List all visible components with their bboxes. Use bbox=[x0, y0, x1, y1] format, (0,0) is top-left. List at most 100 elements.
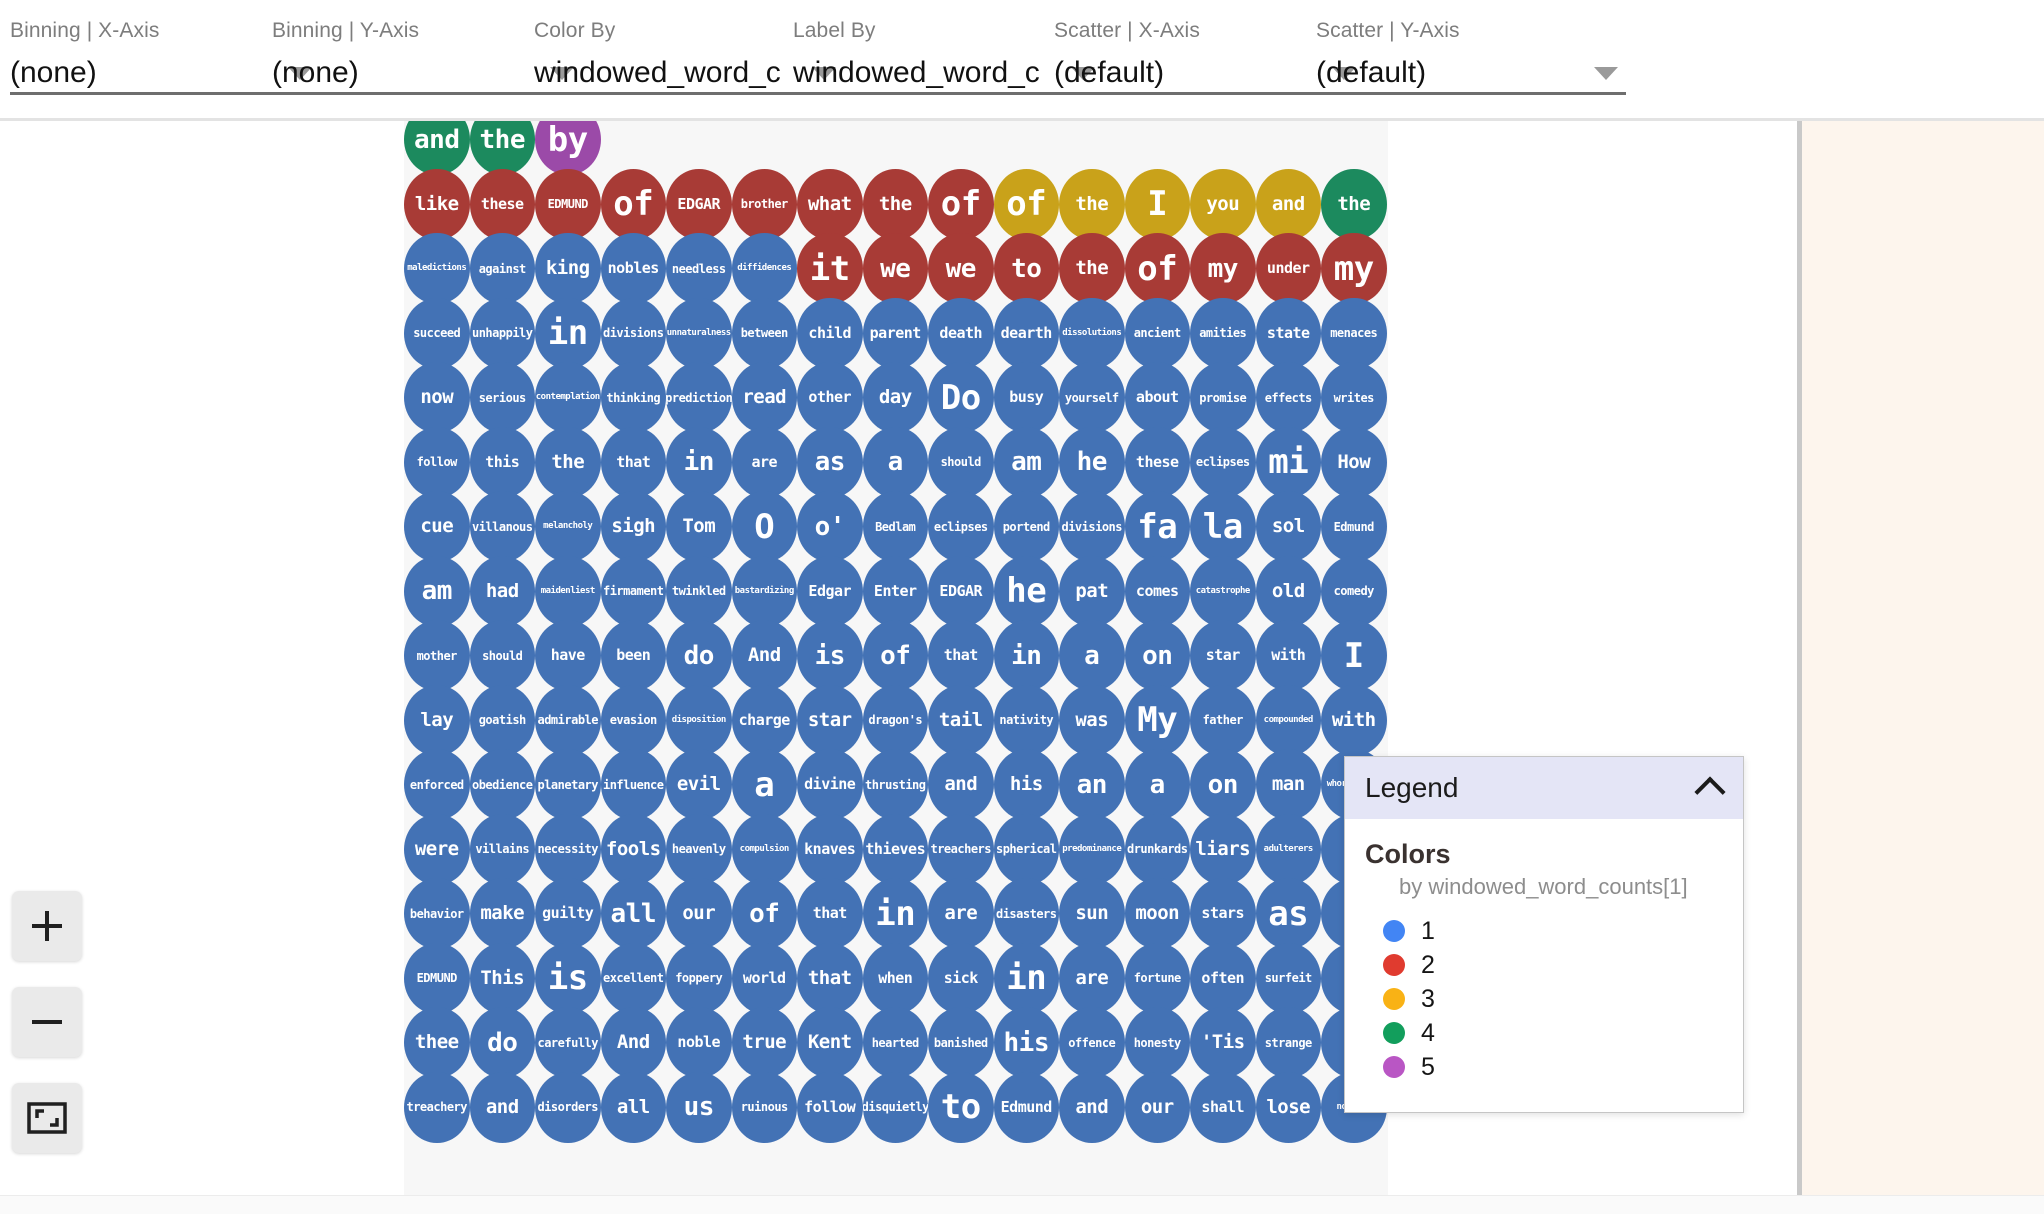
bubble-point[interactable]: in bbox=[862, 878, 928, 949]
bubble-point[interactable]: that bbox=[600, 426, 666, 498]
bubble-point[interactable]: fortune bbox=[1124, 942, 1190, 1014]
bubble-point[interactable]: brother bbox=[731, 168, 797, 240]
bubble-point[interactable]: treachery bbox=[404, 1071, 470, 1143]
bubble-point[interactable]: he bbox=[993, 555, 1059, 627]
bubble-point[interactable]: O bbox=[731, 491, 797, 562]
bubble-point[interactable]: dearth bbox=[993, 297, 1059, 369]
bubble-point[interactable]: tail bbox=[928, 684, 994, 756]
bubble-point[interactable]: serious bbox=[469, 362, 535, 433]
bubble-point[interactable]: unnaturalness bbox=[666, 297, 732, 369]
bubble-point[interactable]: and bbox=[1059, 1071, 1125, 1143]
bubble-point[interactable]: thinking bbox=[600, 362, 666, 433]
bubble-point[interactable]: noble bbox=[666, 1007, 732, 1078]
bubble-point[interactable]: Do bbox=[928, 362, 994, 433]
dropdown-color-by[interactable]: windowed_word_c bbox=[534, 53, 844, 95]
dropdown-scatter-y-axis[interactable]: (default) bbox=[1316, 53, 1626, 95]
bubble-point[interactable]: Edgar bbox=[797, 555, 863, 627]
bubble-point[interactable]: eclipses bbox=[928, 491, 994, 562]
bubble-point[interactable]: goatish bbox=[469, 684, 535, 756]
bubble-point[interactable]: prediction bbox=[666, 362, 732, 433]
zoom-out-button[interactable] bbox=[12, 987, 82, 1057]
bubble-point[interactable]: hearted bbox=[862, 1007, 928, 1078]
legend-item[interactable]: 3 bbox=[1383, 982, 1725, 1016]
bubble-point[interactable]: melancholy bbox=[535, 491, 601, 562]
bubble-point[interactable]: on bbox=[1124, 620, 1190, 691]
bubble-point[interactable]: excellent bbox=[600, 942, 666, 1014]
bubble-point[interactable]: foppery bbox=[666, 942, 732, 1014]
legend-item[interactable]: 5 bbox=[1383, 1050, 1725, 1084]
bubble-point[interactable]: star bbox=[1190, 620, 1256, 691]
bubble-point[interactable]: obedience bbox=[469, 749, 535, 820]
bubble-point[interactable]: comedy bbox=[1321, 555, 1387, 627]
bubble-point[interactable]: had bbox=[469, 555, 535, 627]
bubble-point[interactable]: comes bbox=[1124, 555, 1190, 627]
dropdown-scatter-x-axis[interactable]: (default) bbox=[1054, 53, 1364, 95]
bubble-point[interactable]: maledictions bbox=[404, 233, 470, 304]
legend-item[interactable]: 4 bbox=[1383, 1016, 1725, 1050]
bubble-point[interactable]: in bbox=[993, 942, 1059, 1014]
bubble-point[interactable]: divisions bbox=[1059, 491, 1125, 562]
bubble-point[interactable]: and bbox=[469, 1071, 535, 1143]
bubble-point[interactable]: drunkards bbox=[1124, 813, 1190, 885]
zoom-in-button[interactable] bbox=[12, 891, 82, 961]
bubble-point[interactable]: child bbox=[797, 297, 863, 369]
bubble-point[interactable]: promise bbox=[1190, 362, 1256, 433]
chevron-down-icon[interactable] bbox=[288, 67, 312, 80]
bubble-point[interactable]: father bbox=[1190, 684, 1256, 756]
bubble-point[interactable]: do bbox=[469, 1007, 535, 1078]
bubble-point[interactable]: mother bbox=[404, 620, 470, 691]
bubble-point[interactable]: to bbox=[928, 1071, 994, 1143]
bubble-point[interactable]: am bbox=[404, 555, 470, 627]
bubble-point[interactable]: make bbox=[469, 878, 535, 949]
bubble-point[interactable]: spherical bbox=[993, 813, 1059, 885]
bubble-point[interactable]: fools bbox=[600, 813, 666, 885]
bubble-point[interactable]: I bbox=[1124, 168, 1190, 240]
bubble-point[interactable]: yourself bbox=[1059, 362, 1125, 433]
bubble-point[interactable]: surfeit bbox=[1255, 942, 1321, 1014]
legend-panel[interactable]: Legend Colors by windowed_word_counts[1]… bbox=[1344, 756, 1744, 1113]
bubble-point[interactable]: do bbox=[666, 620, 732, 691]
bubble-point[interactable]: How bbox=[1321, 426, 1387, 498]
bubble-point[interactable]: have bbox=[535, 620, 601, 691]
bubble-point[interactable]: diffidences bbox=[731, 233, 797, 304]
bubble-point[interactable]: thee bbox=[404, 1007, 470, 1078]
bubble-point[interactable]: firmament bbox=[600, 555, 666, 627]
bubble-point[interactable]: it bbox=[797, 233, 863, 304]
bubble-point[interactable]: when bbox=[862, 942, 928, 1014]
bubble-point[interactable]: that bbox=[797, 942, 863, 1014]
bubble-point[interactable]: stars bbox=[1190, 878, 1256, 949]
bubble-point[interactable]: parent bbox=[862, 297, 928, 369]
bubble-point[interactable]: the bbox=[535, 426, 601, 498]
bubble-point[interactable]: compounded bbox=[1255, 684, 1321, 756]
bubble-point[interactable]: the bbox=[469, 121, 535, 175]
bubble-point[interactable]: dissolutions bbox=[1059, 297, 1125, 369]
bubble-point[interactable]: influence bbox=[600, 749, 666, 820]
bubble-point[interactable]: of bbox=[731, 878, 797, 949]
bubble-point[interactable]: what bbox=[797, 168, 863, 240]
bubble-point[interactable]: as bbox=[797, 426, 863, 498]
bubble-point[interactable]: busy bbox=[993, 362, 1059, 433]
bubble-point[interactable]: the bbox=[1321, 168, 1387, 240]
bubble-point[interactable]: a bbox=[731, 749, 797, 820]
bubble-point[interactable]: you bbox=[1190, 168, 1256, 240]
bubble-point[interactable]: are bbox=[928, 878, 994, 949]
bubble-point[interactable]: our bbox=[1124, 1071, 1190, 1143]
bubble-point[interactable]: writes bbox=[1321, 362, 1387, 433]
bubble-point[interactable]: and bbox=[1255, 168, 1321, 240]
bubble-point[interactable]: And bbox=[600, 1007, 666, 1078]
bubble-point[interactable]: that bbox=[928, 620, 994, 691]
bubble-point[interactable]: a bbox=[1059, 620, 1125, 691]
bubble-point[interactable]: a bbox=[1124, 749, 1190, 820]
bubble-point[interactable]: heavenly bbox=[666, 813, 732, 885]
bubble-point[interactable]: and bbox=[928, 749, 994, 820]
bubble-point[interactable]: menaces bbox=[1321, 297, 1387, 369]
bubble-point[interactable]: a bbox=[862, 426, 928, 498]
bubble-point[interactable]: thieves bbox=[862, 813, 928, 885]
bubble-point[interactable]: been bbox=[600, 620, 666, 691]
bubble-point[interactable]: with bbox=[1321, 684, 1387, 756]
bubble-point[interactable]: villanous bbox=[469, 491, 535, 562]
pane-divider[interactable] bbox=[1797, 121, 1802, 1195]
bubble-point[interactable]: charge bbox=[731, 684, 797, 756]
bubble-point[interactable]: o' bbox=[797, 491, 863, 562]
